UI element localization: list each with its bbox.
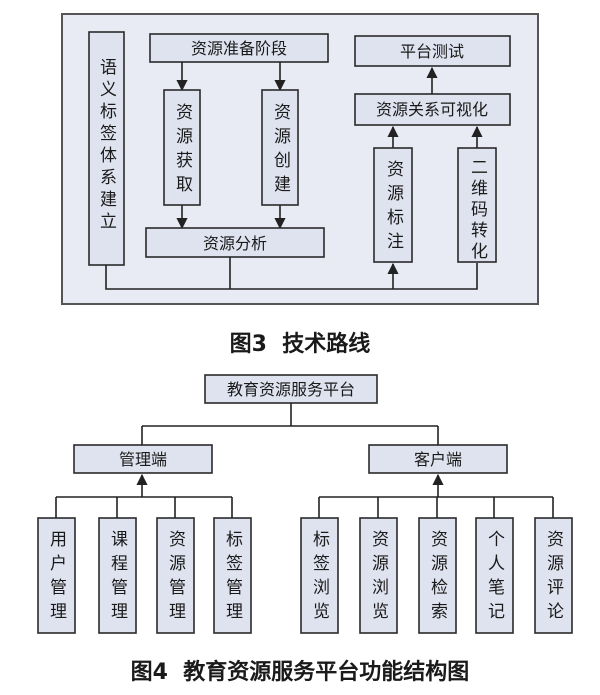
figure3-connectors bbox=[105, 62, 483, 290]
node-label-visualize: 资源关系可视化 bbox=[376, 100, 488, 119]
node-label-root: 教育资源服务平台 bbox=[227, 380, 355, 399]
node-label-client-3: 资源检索 bbox=[427, 530, 448, 626]
node-box bbox=[149, 33, 329, 63]
node-label-admin-4: 标签管理 bbox=[222, 530, 243, 626]
node-box bbox=[418, 517, 457, 634]
node-prep: 资源准备阶段 bbox=[149, 33, 329, 63]
node-box bbox=[213, 517, 252, 634]
node-label-analyze: 资源分析 bbox=[203, 234, 267, 253]
node-admin: 管理端 bbox=[73, 444, 213, 474]
node-annotate: 资源标注 bbox=[373, 147, 413, 263]
node-box bbox=[163, 89, 201, 206]
client-leaf-1: 标签浏览 bbox=[300, 517, 339, 634]
node-label-client: 客户端 bbox=[414, 450, 462, 469]
node-box bbox=[534, 517, 573, 634]
node-semantic-tag: 语义标签体系建立 bbox=[88, 31, 125, 266]
admin-leaf-2: 课程管理 bbox=[98, 517, 137, 634]
node-label-admin: 管理端 bbox=[119, 450, 167, 469]
node-box bbox=[457, 147, 497, 263]
figure4-connectors bbox=[55, 403, 554, 518]
figure4-caption: 图4 教育资源服务平台功能结构图 bbox=[131, 659, 470, 685]
node-label-semantic-tag: 语义标签体系建立 bbox=[96, 58, 117, 234]
client-leaf-4: 个人笔记 bbox=[475, 517, 514, 634]
node-label-admin-3: 资源管理 bbox=[165, 530, 186, 626]
node-box bbox=[373, 147, 413, 263]
node-box bbox=[156, 517, 195, 634]
node-test: 平台测试 bbox=[354, 35, 511, 67]
node-label-qrcode: 二维码转化 bbox=[467, 158, 488, 263]
client-leaf-3: 资源检索 bbox=[418, 517, 457, 634]
node-box bbox=[37, 517, 76, 634]
node-client: 客户端 bbox=[368, 444, 508, 474]
client-leaf-2: 资源浏览 bbox=[359, 517, 398, 634]
node-label-acquire: 资源获取 bbox=[172, 103, 193, 199]
admin-leaf-3: 资源管理 bbox=[156, 517, 195, 634]
node-box bbox=[88, 31, 125, 266]
node-label-admin-1: 用户管理 bbox=[46, 530, 67, 626]
node-acquire: 资源获取 bbox=[163, 89, 201, 206]
node-box bbox=[261, 89, 299, 206]
node-label-client-5: 资源评论 bbox=[543, 530, 564, 626]
figure4-function-structure: 教育资源服务平台 管理端 客户端 用户管理 课程管理 资源管理 标签管理 bbox=[37, 374, 573, 634]
node-label-admin-2: 课程管理 bbox=[107, 530, 128, 626]
node-box bbox=[145, 227, 325, 258]
client-leaf-5: 资源评论 bbox=[534, 517, 573, 634]
node-box bbox=[204, 374, 378, 404]
node-label-prep: 资源准备阶段 bbox=[191, 39, 287, 58]
node-create: 资源创建 bbox=[261, 89, 299, 206]
node-label-client-4: 个人笔记 bbox=[484, 530, 505, 626]
node-box bbox=[98, 517, 137, 634]
node-box bbox=[475, 517, 514, 634]
node-qrcode: 二维码转化 bbox=[457, 147, 497, 263]
admin-leaf-1: 用户管理 bbox=[37, 517, 76, 634]
node-box bbox=[354, 35, 511, 67]
admin-leaf-4: 标签管理 bbox=[213, 517, 252, 634]
node-label-annotate: 资源标注 bbox=[383, 160, 404, 256]
node-box bbox=[73, 444, 213, 474]
node-label-client-2: 资源浏览 bbox=[368, 530, 389, 626]
node-label-client-1: 标签浏览 bbox=[309, 530, 330, 626]
node-analyze: 资源分析 bbox=[145, 227, 325, 258]
node-label-test: 平台测试 bbox=[400, 42, 464, 61]
line-bottom-bus bbox=[105, 263, 478, 290]
figure3-caption: 图3 技术路线 bbox=[230, 331, 371, 357]
node-root: 教育资源服务平台 bbox=[204, 374, 378, 404]
node-box bbox=[359, 517, 398, 634]
node-box bbox=[368, 444, 508, 474]
node-box bbox=[354, 93, 511, 126]
figure3-technical-route: 语义标签体系建立 资源准备阶段 资源获取 资源创建 资源分析 平台测试 资源关系… bbox=[61, 13, 539, 305]
node-label-create: 资源创建 bbox=[270, 103, 291, 199]
node-visualize: 资源关系可视化 bbox=[354, 93, 511, 126]
node-box bbox=[300, 517, 339, 634]
